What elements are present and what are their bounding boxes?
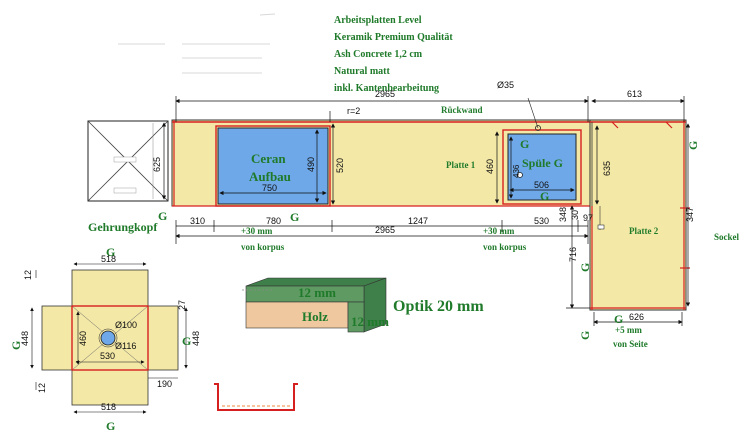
dim-520: 520 bbox=[335, 158, 345, 173]
info-line-5: inkl. Kantenbearbeitung bbox=[334, 83, 440, 94]
detail-dim-448-left: 448 bbox=[20, 331, 30, 346]
sink-g-top: G bbox=[520, 137, 529, 151]
dim-347: 347 bbox=[685, 207, 695, 222]
plus-30-right: +30 mm bbox=[483, 226, 515, 236]
sink-g-bottom: G bbox=[540, 189, 549, 203]
g-mark-left: G bbox=[158, 209, 167, 223]
sockel-label: Sockel bbox=[714, 232, 740, 242]
ceran-height: 490 bbox=[306, 157, 316, 172]
dim-top-total: 2965 bbox=[375, 89, 395, 99]
dia-tap-hole: Ø35 bbox=[497, 80, 514, 90]
sink-cutout-outline bbox=[502, 129, 582, 205]
dim-30: 30 bbox=[570, 210, 580, 220]
info-line-1: Arbeitsplatten Level bbox=[334, 15, 422, 26]
von-korpus-right: von korpus bbox=[483, 242, 527, 252]
small-edge-marker bbox=[597, 224, 605, 230]
dim-460-sink: 460 bbox=[485, 159, 495, 174]
dim-310: 310 bbox=[190, 216, 205, 226]
dim-1247: 1247 bbox=[408, 216, 428, 226]
material-info: Arbeitsplatten Level Keramik Premium Qua… bbox=[334, 12, 453, 97]
sink-drain bbox=[517, 172, 523, 178]
detail-dim-518-top: 518 bbox=[101, 254, 116, 264]
top-dimension bbox=[175, 96, 685, 122]
red-bracket bbox=[214, 383, 298, 411]
info-line-3: Ash Concrete 1,2 cm bbox=[334, 49, 423, 60]
profile-optik: Optik 20 mm bbox=[393, 298, 484, 315]
sink-width: 506 bbox=[534, 180, 549, 190]
ceran-dim-lines bbox=[219, 123, 336, 205]
g-mark-ceran: G bbox=[290, 210, 299, 224]
g-vert-3: G bbox=[686, 141, 700, 150]
g-vert-1: G bbox=[578, 263, 592, 272]
von-korpus-left: von korpus bbox=[241, 242, 285, 252]
detail-dim-530: 530 bbox=[100, 351, 115, 361]
info-line-2: Keramik Premium Qualität bbox=[334, 32, 453, 43]
platte-2-label: Platte 2 bbox=[629, 226, 659, 236]
plus-30-left: +30 mm bbox=[241, 226, 273, 236]
profile-holz: Holz bbox=[302, 309, 328, 324]
detail-dim-27: 27 bbox=[177, 300, 187, 310]
sink-label: Spüle G bbox=[522, 156, 563, 170]
left-cabinet bbox=[87, 120, 169, 202]
bottom-dim-chain bbox=[175, 220, 589, 244]
plus-5: +5 mm bbox=[615, 325, 642, 335]
dim-780: 780 bbox=[266, 216, 281, 226]
gehrungskopf-label: Gehrungkopf bbox=[88, 220, 158, 234]
detail-dim-448-right: 448 bbox=[191, 331, 201, 346]
g-vert-2: G bbox=[578, 331, 592, 340]
von-seite: von Seite bbox=[613, 339, 648, 349]
dim-530: 530 bbox=[534, 216, 549, 226]
dim-97: 97 bbox=[583, 213, 593, 223]
detail-g-left: G bbox=[9, 341, 23, 350]
profile-12mm-right: 12 mm bbox=[351, 314, 389, 329]
detail-dia-100: Ø100 bbox=[115, 320, 137, 330]
detail-dim-190: 190 bbox=[157, 379, 172, 389]
rueckwand-label: Rückwand bbox=[441, 105, 483, 115]
ceran-label-line2: Aufbau bbox=[249, 169, 291, 184]
detail-dim-12-bottom: 12 bbox=[37, 383, 47, 393]
dim-626: 626 bbox=[629, 312, 644, 322]
info-line-4: Natural matt bbox=[334, 66, 390, 77]
tap-hole bbox=[535, 125, 541, 131]
worktop-platte-2 bbox=[589, 119, 687, 311]
sink-height: 436 bbox=[512, 164, 521, 178]
dim-716: 716 bbox=[568, 247, 578, 262]
sink-dim-lines bbox=[494, 125, 600, 205]
detail-g-bottom: G bbox=[106, 419, 115, 433]
faint-header-marks bbox=[118, 13, 276, 74]
edge-profile bbox=[242, 277, 387, 333]
detail-g-right: G bbox=[182, 334, 191, 348]
ceran-label-line1: Ceran bbox=[251, 151, 286, 166]
profile-12mm-top: 12 mm bbox=[298, 285, 336, 300]
dim-348: 348 bbox=[558, 207, 568, 222]
detail-dim-460: 460 bbox=[78, 331, 88, 346]
detail-g-top: G bbox=[106, 245, 115, 259]
detail-dim-12-top: 12 bbox=[23, 270, 33, 280]
detail-dim-518-bottom: 518 bbox=[101, 402, 116, 412]
g-bottom-platte-2: G bbox=[614, 312, 623, 326]
ceran-cutout-outline bbox=[215, 125, 331, 207]
ceran-width: 750 bbox=[262, 183, 277, 193]
radius-label: r=2 bbox=[347, 106, 360, 116]
platte-2-dims bbox=[566, 123, 691, 326]
platte-1-label: Platte 1 bbox=[446, 160, 476, 170]
dim-635: 635 bbox=[602, 161, 612, 176]
detail-dia-116: Ø116 bbox=[115, 341, 136, 351]
detail-dims bbox=[30, 262, 188, 414]
detail-drawing bbox=[41, 269, 179, 406]
dim-top-right: 613 bbox=[627, 89, 642, 99]
dim-625: 625 bbox=[152, 157, 162, 172]
dim-bottom-total: 2965 bbox=[375, 225, 395, 235]
